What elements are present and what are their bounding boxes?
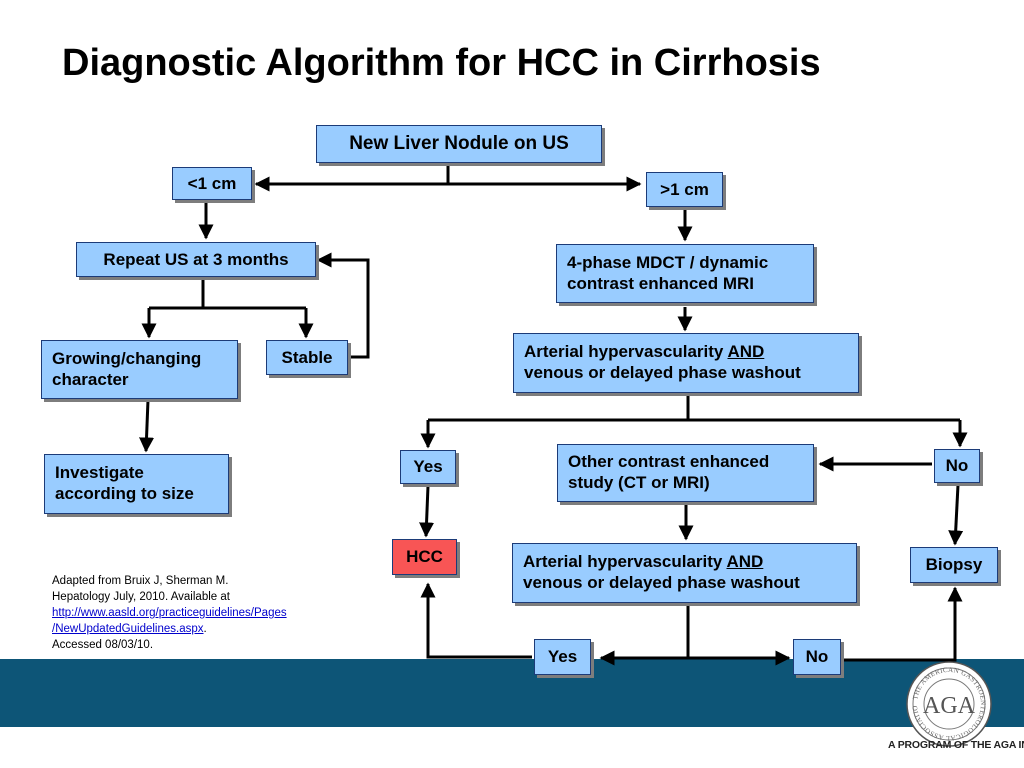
node-yes-1-label: Yes	[413, 457, 443, 477]
node-hcc: HCC	[392, 539, 457, 575]
node-no-2-label: No	[805, 647, 829, 667]
node-arterial-1-line1: Arterial hypervascularity AND	[524, 341, 848, 362]
citation-link-part-1[interactable]: http://www.aasld.org/practiceguidelines/…	[52, 607, 287, 619]
arrow-no-biopsy	[948, 484, 964, 546]
node-no-1: No	[934, 449, 980, 483]
citation-link-line-1: http://www.aasld.org/practiceguidelines/…	[52, 605, 342, 621]
node-mdct: 4-phase MDCT / dynamic contrast enhanced…	[556, 244, 814, 303]
node-arterial-2-line2: venous or delayed phase washout	[523, 573, 800, 593]
aga-seal-letters: AGA	[923, 693, 976, 719]
node-lt1cm: <1 cm	[172, 167, 252, 200]
node-arterial-2-text: Arterial hypervascularity	[523, 552, 727, 571]
node-growing: Growing/changing character	[41, 340, 238, 399]
node-arterial-1-and: AND	[727, 342, 765, 361]
node-new-liver-nodule-label: New Liver Nodule on US	[349, 133, 569, 155]
node-biopsy-label: Biopsy	[925, 555, 983, 575]
node-stable-label: Stable	[281, 347, 333, 367]
node-new-liver-nodule: New Liver Nodule on US	[316, 125, 602, 163]
node-other-study: Other contrast enhanced study (CT or MRI…	[557, 444, 814, 502]
node-mdct-line1: 4-phase MDCT / dynamic	[567, 253, 769, 272]
citation-link-part-2[interactable]: /NewUpdatedGuidelines.aspx	[52, 623, 204, 635]
arrow-no2-biopsy	[843, 586, 963, 662]
node-repeat-us: Repeat US at 3 months	[76, 242, 316, 277]
citation-link-suffix: .	[203, 623, 207, 635]
node-arterial-1-text: Arterial hypervascularity	[524, 342, 728, 361]
citation-line-5: Accessed 08/03/10.	[52, 639, 154, 651]
node-arterial-2-line1: Arterial hypervascularity AND	[523, 551, 846, 572]
node-arterial-2-and: AND	[726, 552, 764, 571]
node-mdct-line2: contrast enhanced MRI	[567, 274, 755, 294]
node-gt1cm: >1 cm	[646, 172, 723, 207]
node-arterial-2: Arterial hypervascularity AND venous or …	[512, 543, 857, 603]
arrow-stable-loop	[316, 252, 370, 359]
arrow-growing-investigate	[139, 399, 155, 453]
citation: Adapted from Bruix J, Sherman M. Hepatol…	[52, 573, 342, 653]
node-other-study-line2: study (CT or MRI)	[568, 473, 710, 493]
node-biopsy: Biopsy	[910, 547, 998, 583]
arrow-yes-hcc	[419, 485, 435, 538]
node-growing-line2: character	[52, 370, 129, 390]
node-repeat-us-label: Repeat US at 3 months	[103, 249, 289, 269]
node-other-study-line1: Other contrast enhanced	[568, 452, 770, 471]
node-investigate-line2: according to size	[55, 484, 194, 504]
aga-seal-logo: THE AMERICAN GASTROENTEROLOGICAL ASSOCIA…	[906, 661, 992, 747]
footer-program-text: A PROGRAM OF THE AGA INSTITUTE	[888, 739, 1024, 751]
citation-line-1: Adapted from Bruix J, Sherman M.	[52, 575, 229, 587]
node-gt1cm-label: >1 cm	[660, 179, 709, 199]
node-growing-line1: Growing/changing	[52, 349, 202, 368]
arrow-yes2-hcc	[420, 582, 532, 659]
node-arterial-1: Arterial hypervascularity AND venous or …	[513, 333, 859, 393]
node-arterial-1-line2: venous or delayed phase washout	[524, 363, 801, 383]
node-stable: Stable	[266, 340, 348, 375]
node-yes-2: Yes	[534, 639, 591, 675]
node-yes-1: Yes	[400, 450, 456, 484]
node-no-1-label: No	[945, 456, 969, 476]
node-no-2: No	[793, 639, 841, 675]
citation-link-line-2: /NewUpdatedGuidelines.aspx.	[52, 621, 342, 637]
citation-line-2: Hepatology July, 2010. Available at	[52, 591, 230, 603]
node-investigate-line1: Investigate	[55, 463, 144, 482]
node-lt1cm-label: <1 cm	[187, 173, 237, 193]
footer-band	[0, 659, 1024, 727]
page-title: Diagnostic Algorithm for HCC in Cirrhosi…	[62, 42, 821, 84]
node-yes-2-label: Yes	[547, 647, 578, 667]
node-hcc-label: HCC	[406, 547, 443, 567]
node-investigate: Investigate according to size	[44, 454, 229, 514]
